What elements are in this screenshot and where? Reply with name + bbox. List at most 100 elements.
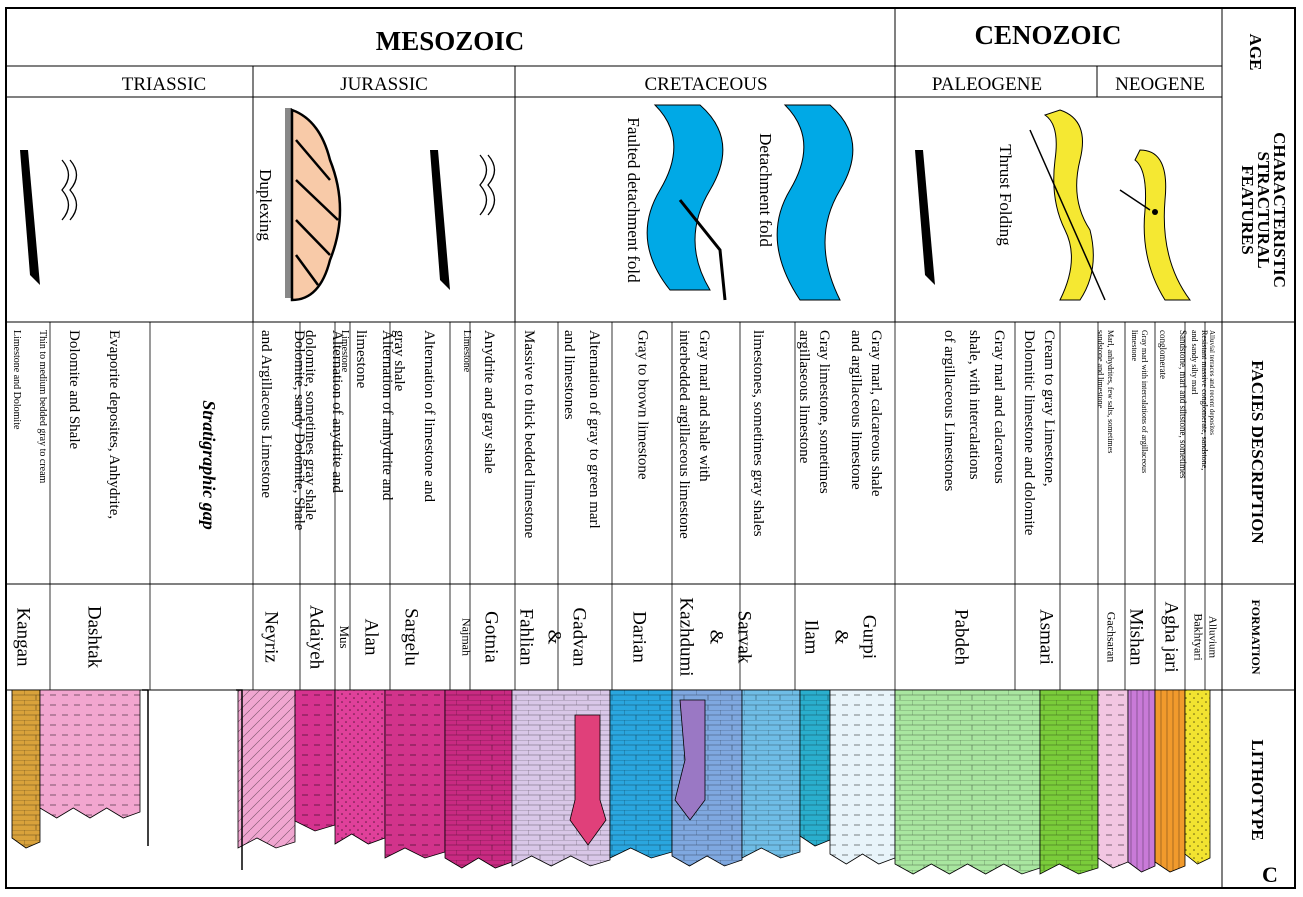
facies-text-mishan: limestone — [1130, 330, 1139, 362]
formation-column: Kangan Dashtak Neyriz Adaiyeh Mus Alan Sargelu… — [13, 597, 1219, 676]
formation-mus: Mus — [337, 625, 352, 648]
formation-gadvan: Gadvan — [569, 607, 590, 667]
facies-text-triassic-thin: Thin to medium bedded gray to cream — [37, 330, 48, 484]
formation-sarvak: Sarvak — [734, 611, 755, 664]
period-jurassic: JURASSIC — [340, 74, 428, 95]
header-structural-3: FEATURES — [1238, 165, 1257, 254]
header-age: AGE — [1246, 34, 1265, 71]
facies-text-neyriz: and Argillaceous Limestone — [258, 330, 274, 498]
facies-text-alan: limestone — [353, 330, 369, 389]
facies-text-alluvium: Alluvial terraces and recent deposites — [1208, 330, 1216, 435]
thrust-fold-icon — [915, 110, 1190, 300]
label-duplexing: Duplexing — [256, 169, 275, 241]
formation-dashtak: Dashtak — [84, 606, 105, 669]
label-detachment: Detachment fold — [756, 133, 775, 247]
facies-text-sargelu: gray shale — [391, 330, 407, 392]
formation-bakhtyari: Bakhtyari — [1191, 613, 1205, 661]
formation-darian: Darian — [629, 611, 650, 663]
facies-text-sargelu: Alternation of limestone and — [421, 330, 437, 503]
header-facies: FACIES DESCRIPTION — [1248, 360, 1267, 544]
facies-text-bakhtyari: and sandy silty marl — [1190, 330, 1199, 395]
formation-kazhdumi: Kazhdumi — [676, 597, 697, 676]
formation-adaiyeh: Adaiyeh — [306, 605, 327, 670]
label-thrust: Thrust Folding — [996, 144, 1015, 246]
facies-text-bakhtyari: Resistant massive conglomerate, sandston… — [1200, 330, 1209, 470]
formation-asmari: Asmari — [1036, 609, 1057, 665]
facies-text-gachsaran: sandstone and limestone — [1096, 330, 1105, 409]
facies-text-aghajari: Sandstone, marl and siltstone, sometimes — [1178, 330, 1188, 479]
lithotype-column — [12, 690, 1210, 874]
label-faulted-detachment: Faulted detachment fold — [624, 117, 643, 283]
facies-text-gadvan: Alternation of gray to green marl — [586, 330, 602, 529]
facies-text-kazhdumi: interbedded argillaceous limestone — [676, 330, 692, 539]
facies-text-gotnia: Anydrite and gray shale — [481, 330, 497, 474]
facies-text-mishan: Gray marl with intercalations of argilla… — [1140, 330, 1149, 473]
facies-text-adaiyeh: dolomite, sometimes gray shale — [302, 330, 318, 520]
period-triassic: TRIASSIC — [122, 74, 206, 95]
facies-text-ilam: Gray limestone, sometimes — [816, 330, 832, 494]
lithotype-pattern-gurpi_light — [830, 690, 895, 864]
facies-text-gurpi: and argillaceous limestone — [848, 330, 864, 490]
formation-gotnia: Gotnia — [481, 611, 502, 663]
facies-text-pabdeh: shale, with intercalations — [966, 330, 982, 480]
lithotype-pattern-gotnia — [445, 690, 512, 868]
facies-text-triassic-evap: Dolomite and Shale — [66, 330, 82, 449]
facies-text-pabdeh: Gray marl and calcareous — [991, 330, 1007, 484]
formation-amp1: & — [544, 630, 565, 645]
formation-kangan: Kangan — [13, 607, 34, 667]
formation-sargelu: Sargelu — [401, 608, 422, 666]
formation-mishan: Mishan — [1126, 609, 1147, 667]
lithotype-pattern-sarvak_ilam — [742, 690, 800, 858]
formation-alan: Alan — [361, 619, 382, 656]
era-mesozoic: MESOZOIC — [376, 26, 525, 56]
formation-alluvium: Alluvium — [1206, 616, 1218, 659]
facies-text-gadvan: and limestones — [561, 330, 577, 420]
duplexing-sketch-icon — [285, 108, 495, 300]
era-cenozoic: CENOZOIC — [974, 20, 1121, 50]
lithotype-pattern-sargelu — [385, 690, 445, 858]
lithotype-pattern-asmari — [1040, 690, 1098, 874]
period-paleogene: PALEOGENE — [932, 74, 1042, 95]
formation-aghajari: Agha jari — [1161, 601, 1182, 672]
formation-gachsaran: Gachsaran — [1104, 612, 1118, 663]
lithotype-pattern-alan — [335, 690, 385, 844]
lithotype-pattern-kangan — [12, 690, 40, 848]
facies-text-triassic-evap: Evaporite deposites, Anhydrite, — [106, 330, 122, 519]
lithotype-pattern-gachsaran — [1098, 690, 1128, 868]
facies-text-aghajari: conglomerate — [1158, 330, 1168, 379]
lithotype-pattern-dashtak — [40, 690, 140, 818]
lithotype-pattern-mishan — [1128, 690, 1155, 872]
facies-text-gachsaran: Marl, anhydrites, few salts, sometimes — [1106, 330, 1115, 453]
lithotype-pattern-neyriz — [238, 690, 295, 848]
facies-text-ilam: argillaseous limestone — [796, 330, 812, 464]
gap-edge — [142, 690, 148, 846]
lithotype-pattern-aghajari — [1155, 690, 1185, 872]
facies-text-sarvak: limestones, sometimes gray shales — [750, 330, 766, 537]
facies-text-darian: Gray to brown limestone — [635, 330, 651, 480]
facies-text-triassic-thin: Limestone and Dolomite — [11, 330, 22, 430]
formation-pabdeh: Pabdeh — [951, 609, 972, 665]
lithotype-pattern-bakhtyari — [1185, 690, 1210, 864]
header-formation: FORMATION — [1249, 599, 1263, 674]
period-cretaceous: CRETACEOUS — [644, 74, 767, 95]
facies-text-mus: Limestone — [339, 330, 350, 373]
facies-text-fahlian: Massive to thick bedded limestone — [521, 330, 537, 539]
formation-neyriz: Neyriz — [261, 611, 282, 663]
stratigraphic-gap: Stratigraphic gap — [199, 400, 219, 530]
facies-text-pabdeh: of argillaceous Limestones — [941, 330, 957, 492]
facies-text-kazhdumi: Gray marl and shale with — [696, 330, 712, 482]
lithotype-pattern-darian — [610, 690, 672, 858]
shear-arrow-icon — [20, 150, 77, 285]
period-neogene: NEOGENE — [1115, 74, 1205, 95]
facies-text-asmari: Dolomitic limestone and dolomite — [1021, 330, 1037, 536]
lithotype-pattern-gurpi — [800, 690, 830, 846]
formation-amp3: & — [831, 630, 852, 645]
panel-letter: C — [1262, 862, 1278, 888]
facies-text-najmah: Limestone — [461, 330, 472, 373]
lithotype-pattern-pabdeh — [895, 690, 1040, 874]
formation-ilam: Ilam — [801, 620, 822, 655]
lithotype-pattern-adaiyeh — [295, 690, 335, 831]
formation-gurpi: Gurpi — [859, 615, 880, 659]
formation-amp2: & — [706, 630, 727, 645]
